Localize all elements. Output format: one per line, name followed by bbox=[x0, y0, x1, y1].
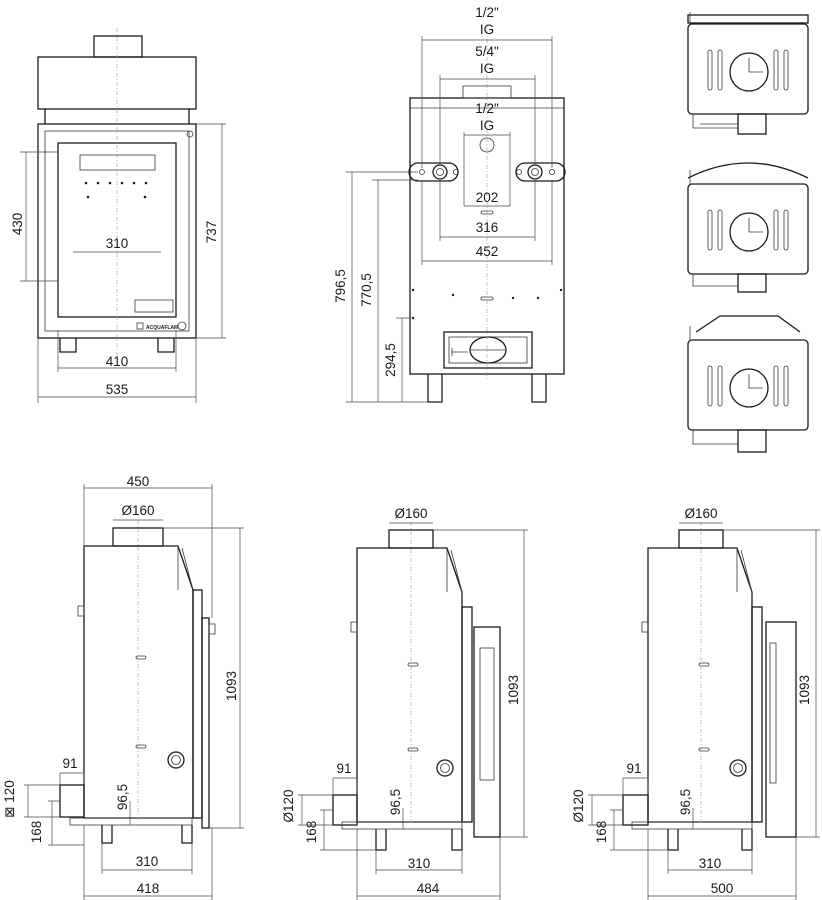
dim-rear-spacing-mid: 316 bbox=[476, 220, 499, 235]
side-3-door bbox=[765, 621, 797, 838]
dim-rear-height-a: 796,5 bbox=[333, 269, 348, 303]
rear-conn-mid-type: IG bbox=[480, 61, 494, 76]
dim-side-2-inlet-axis: 96,5 bbox=[388, 789, 403, 815]
top-views bbox=[687, 12, 809, 453]
dim-front-base-width: 410 bbox=[106, 354, 129, 369]
front-view: ACQUAFLAM 535 410 310 430 737 bbox=[10, 28, 226, 403]
dim-rear-spacing-outer: 452 bbox=[476, 244, 499, 259]
dim-front-width: 535 bbox=[106, 382, 129, 397]
dim-side-1-depth-overall: 418 bbox=[137, 881, 160, 896]
dim-side-1-inlet-height: 168 bbox=[29, 821, 44, 844]
brand-mark: ACQUAFLAM bbox=[146, 325, 178, 331]
top-view-1 bbox=[687, 12, 809, 135]
rear-left-pipe-icon bbox=[432, 164, 448, 180]
side-1-feet bbox=[101, 825, 193, 844]
top-view-3 bbox=[687, 315, 809, 453]
front-feet bbox=[59, 338, 175, 353]
rear-feet bbox=[427, 374, 547, 403]
rear-right-pipe-icon bbox=[527, 164, 543, 180]
front-vent-dots bbox=[84, 181, 148, 199]
front-flue-collar bbox=[93, 35, 143, 58]
side-3-feet bbox=[667, 829, 753, 851]
dim-rear-height-b: 770,5 bbox=[359, 273, 374, 307]
dim-side-2-height: 1093 bbox=[506, 675, 521, 705]
dim-side-1-inlet-offset: 91 bbox=[62, 756, 77, 771]
top-view-2 bbox=[687, 162, 809, 293]
dim-side-3-inlet-offset: 91 bbox=[626, 761, 641, 776]
front-knob-icon bbox=[177, 321, 187, 331]
side-3-air-inlet bbox=[622, 794, 649, 826]
dim-side-3-height: 1093 bbox=[797, 675, 812, 705]
dim-side-3-feet-spacing: 310 bbox=[699, 856, 722, 871]
dim-glass-width: 310 bbox=[106, 236, 129, 251]
side-3-pipe-icon bbox=[729, 759, 747, 777]
dim-side-1-height: 1093 bbox=[224, 671, 239, 701]
side-2-pipe-icon bbox=[436, 759, 454, 777]
rear-conn-mid-label: 5/4" bbox=[475, 44, 499, 59]
dim-side-2-inlet-height: 168 bbox=[304, 821, 319, 844]
dim-side-2-inlet-size: Ø120 bbox=[281, 789, 296, 822]
dim-front-height: 737 bbox=[204, 221, 219, 244]
side-1-air-inlet bbox=[59, 784, 85, 818]
side-1-body bbox=[83, 545, 194, 819]
dim-glass-height: 430 bbox=[10, 213, 25, 236]
dim-side-2-feet-spacing: 310 bbox=[408, 856, 431, 871]
rear-air-inlet-box bbox=[443, 331, 533, 369]
rear-conn-low-label: 1/2" bbox=[475, 101, 499, 116]
rear-conn-low-type: IG bbox=[480, 118, 494, 133]
rear-conn-top-label: 1/2" bbox=[475, 5, 499, 20]
rear-view: 1/2" IG 5/4" IG 1/2" IG 202 316 452 796,… bbox=[333, 5, 566, 403]
dim-side-1-inlet-axis: 96,5 bbox=[115, 784, 130, 810]
side-1-pipe-icon bbox=[167, 751, 185, 769]
dim-rear-height-c: 294,5 bbox=[383, 343, 398, 377]
dim-side-3-inlet-height: 168 bbox=[594, 821, 609, 844]
dim-side-2-flue-dia: Ø160 bbox=[394, 506, 427, 521]
side-1-door bbox=[201, 617, 210, 829]
side-3-body bbox=[647, 547, 753, 823]
dim-side-2-inlet-offset: 91 bbox=[336, 761, 351, 776]
dim-side-1-feet-spacing: 310 bbox=[136, 854, 159, 869]
side-view-3: Ø160 1093 91 96,5 Ø120 168 310 500 bbox=[571, 506, 820, 900]
logo-icon bbox=[136, 322, 144, 330]
dim-side-1-depth-top: 450 bbox=[127, 474, 150, 489]
side-2-feet bbox=[375, 829, 463, 851]
dim-side-1-inlet-size: ⊠ 120 bbox=[2, 780, 17, 818]
dim-side-1-flue-dia: Ø160 bbox=[121, 503, 154, 518]
dim-side-3-depth-overall: 500 bbox=[711, 881, 734, 896]
rear-conn-top-type: IG bbox=[480, 22, 494, 37]
rear-left-connection-bracket bbox=[408, 162, 459, 182]
front-ash-handle bbox=[134, 299, 174, 313]
rear-right-connection-bracket bbox=[515, 162, 566, 182]
dim-rear-spacing-inner: 202 bbox=[476, 190, 499, 205]
side-2-air-inlet bbox=[332, 794, 358, 826]
side-2-door bbox=[473, 626, 501, 838]
side-view-2: Ø160 1093 91 96,5 Ø120 168 310 484 bbox=[281, 506, 528, 900]
dim-side-3-inlet-axis: 96,5 bbox=[678, 789, 693, 815]
dim-side-3-inlet-size: Ø120 bbox=[571, 789, 586, 822]
side-view-1: 450 Ø160 1093 91 96,5 ⊠ 120 168 310 418 bbox=[2, 474, 244, 900]
front-air-slot bbox=[79, 154, 156, 171]
dim-side-2-depth-overall: 484 bbox=[417, 881, 440, 896]
dim-side-3-flue-dia: Ø160 bbox=[684, 506, 717, 521]
side-2-body bbox=[356, 547, 463, 823]
